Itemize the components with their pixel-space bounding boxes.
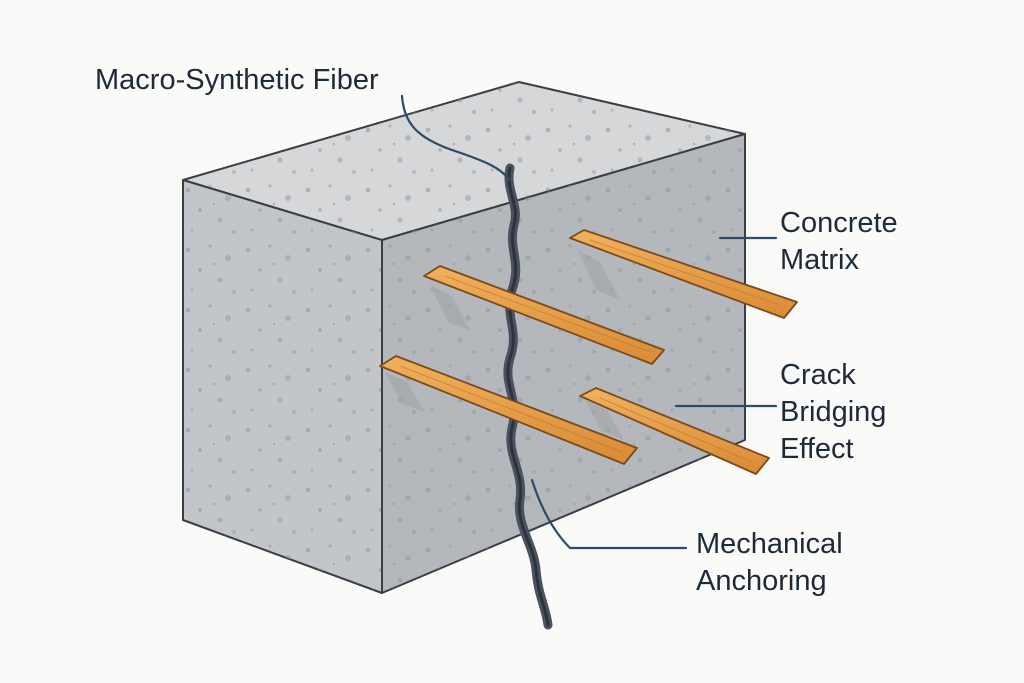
label-concrete-matrix: Concrete Matrix	[780, 207, 898, 276]
label-macro-synthetic-fiber: Macro-Synthetic Fiber	[95, 64, 379, 96]
leader-anchor	[530, 478, 688, 550]
label-crack-bridging-effect: Crack Bridging Effect	[780, 359, 887, 465]
label-mechanical-anchoring: Mechanical Anchoring	[696, 528, 843, 597]
leader-lines	[400, 94, 778, 550]
leader-fiber	[400, 94, 512, 182]
fiber-1	[569, 229, 798, 319]
fiber-shadows	[385, 250, 624, 440]
